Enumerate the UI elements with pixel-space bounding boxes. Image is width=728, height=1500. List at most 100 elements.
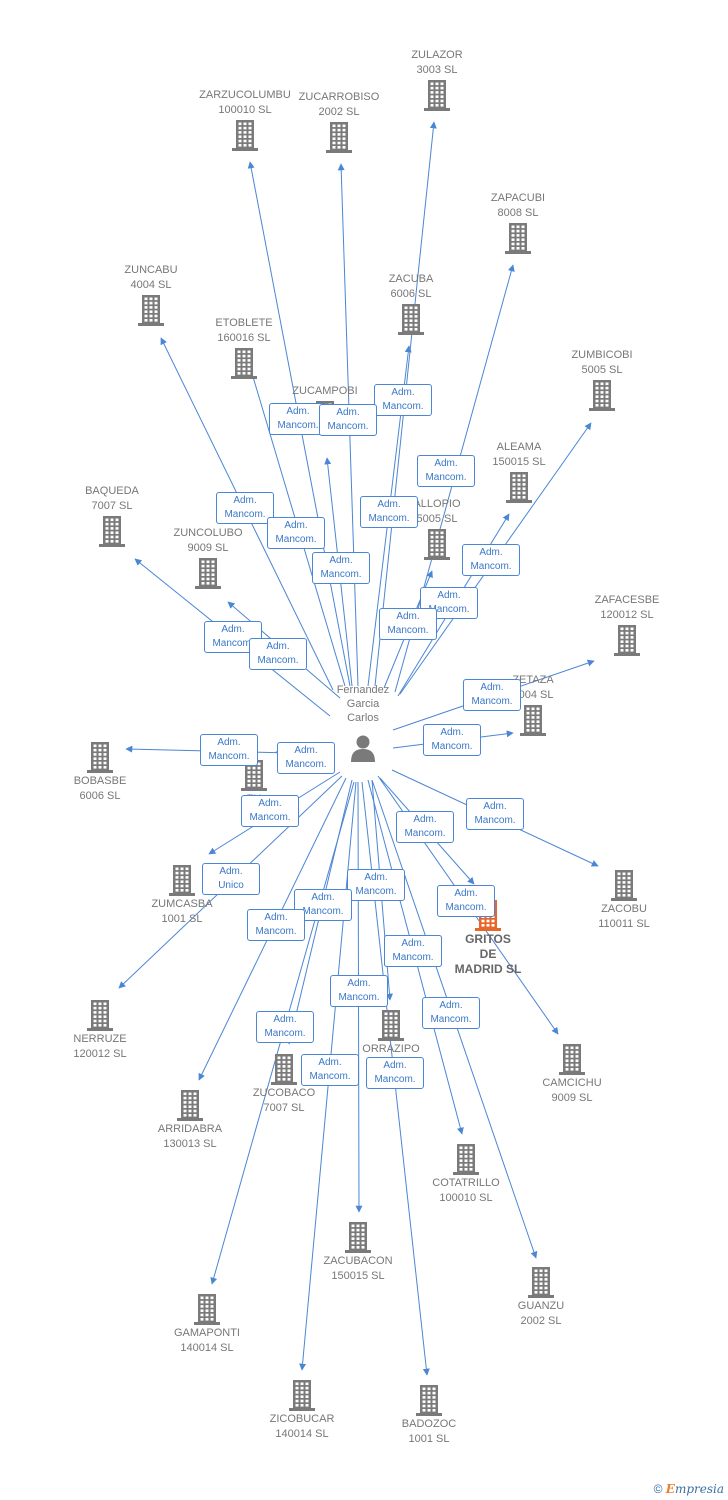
company-node-zacobu[interactable]: ZACOBU 110011 SL bbox=[559, 868, 689, 932]
company-node-zuncabu[interactable]: ZUNCABU 4004 SL bbox=[86, 263, 216, 327]
role-badge[interactable]: Adm. Mancom. bbox=[417, 455, 475, 487]
role-badge[interactable]: Adm. Mancom. bbox=[256, 1011, 314, 1043]
building-icon bbox=[520, 705, 546, 736]
company-node-orrazipo[interactable]: ORRAZIPO bbox=[326, 1008, 456, 1057]
company-node-cotatrillo[interactable]: COTATRILLO 100010 SL bbox=[401, 1142, 531, 1206]
building-icon bbox=[289, 1380, 315, 1411]
company-label: BOBASBE 6006 SL bbox=[73, 775, 127, 802]
building-icon bbox=[589, 380, 615, 411]
role-badge[interactable]: Adm. Mancom. bbox=[366, 1057, 424, 1089]
company-node-aleama[interactable]: ALEAMA 150015 SL bbox=[454, 440, 584, 504]
building-icon bbox=[611, 870, 637, 901]
role-badge[interactable]: Adm. Mancom. bbox=[319, 404, 377, 436]
role-badge[interactable]: Adm. Mancom. bbox=[267, 517, 325, 549]
role-badge[interactable]: Adm. Mancom. bbox=[249, 638, 307, 670]
company-label: ALLOPIO 5005 SL bbox=[413, 498, 461, 525]
role-badge[interactable]: Adm. Mancom. bbox=[374, 384, 432, 416]
company-label: GRITOS DE MADRID SL bbox=[454, 932, 522, 976]
company-node-allopio[interactable]: ALLOPIO 5005 SL bbox=[372, 497, 502, 561]
role-badge[interactable]: Adm. Mancom. bbox=[360, 496, 418, 528]
role-badge[interactable]: Adm. Mancom. bbox=[247, 909, 305, 941]
role-badge[interactable]: Adm. Mancom. bbox=[277, 742, 335, 774]
company-node-zacubacon[interactable]: ZACUBACON 150015 SL bbox=[293, 1220, 423, 1284]
company-node-zafacesbe[interactable]: ZAFACESBE 120012 SL bbox=[562, 593, 692, 657]
role-badge[interactable]: Adm. Mancom. bbox=[269, 403, 327, 435]
company-node-etoblete[interactable]: ETOBLETE 160016 SL bbox=[179, 316, 309, 380]
building-icon bbox=[177, 1090, 203, 1121]
building-icon bbox=[378, 1010, 404, 1041]
company-node-bobasbe[interactable]: BOBASBE 6006 SL bbox=[35, 740, 165, 804]
company-node-nerruze[interactable]: NERRUZE 120012 SL bbox=[35, 998, 165, 1062]
company-node-zapacubi[interactable]: ZAPACUBI 8008 SL bbox=[453, 191, 583, 255]
company-node-baqueda[interactable]: BAQUEDA 7007 SL bbox=[47, 484, 177, 548]
company-label: ZACUBACON 150015 SL bbox=[323, 1255, 393, 1282]
building-icon bbox=[453, 1144, 479, 1175]
building-icon bbox=[87, 1000, 113, 1031]
company-label: ARRIDABRA 130013 SL bbox=[157, 1123, 223, 1150]
brand-logo: © Empresia bbox=[653, 1482, 724, 1496]
role-badge[interactable]: Adm. Mancom. bbox=[396, 811, 454, 843]
building-icon bbox=[271, 1054, 297, 1085]
building-icon bbox=[506, 472, 532, 503]
company-label: BADOZOC 1001 SL bbox=[401, 1418, 457, 1445]
company-label: ZICOBUCAR 140014 SL bbox=[269, 1413, 335, 1440]
company-node-gamaponti[interactable]: GAMAPONTI 140014 SL bbox=[142, 1292, 272, 1356]
building-icon bbox=[138, 295, 164, 326]
building-icon bbox=[241, 760, 267, 791]
company-label: ZUNCABU 4004 SL bbox=[124, 264, 178, 291]
role-badge[interactable]: Adm. Mancom. bbox=[422, 997, 480, 1029]
company-label: COTATRILLO 100010 SL bbox=[432, 1177, 500, 1204]
company-label: ZUMBICOBI 5005 SL bbox=[571, 349, 633, 376]
company-label: GAMAPONTI 140014 SL bbox=[173, 1327, 240, 1354]
role-badge[interactable]: Adm. Mancom. bbox=[330, 975, 388, 1007]
company-label: ZAPACUBI 8008 SL bbox=[490, 192, 546, 219]
building-icon bbox=[195, 558, 221, 589]
company-label: ZAFACESBE 120012 SL bbox=[594, 594, 660, 621]
company-label: ZUCAMPOBI bbox=[292, 385, 358, 397]
company-node-zuncolubo[interactable]: ZUNCOLUBO 9009 SL bbox=[143, 526, 273, 590]
role-badge[interactable]: Adm. Mancom. bbox=[241, 795, 299, 827]
role-badge[interactable]: Adm. Mancom. bbox=[466, 798, 524, 830]
role-badge[interactable]: Adm. Mancom. bbox=[463, 679, 521, 711]
company-node-zicobucar[interactable]: ZICOBUCAR 140014 SL bbox=[237, 1378, 367, 1442]
role-badge[interactable]: Adm. Mancom. bbox=[312, 552, 370, 584]
building-icon bbox=[416, 1385, 442, 1416]
role-badge[interactable]: Adm. Mancom. bbox=[423, 724, 481, 756]
company-label: ORRAZIPO bbox=[362, 1043, 420, 1055]
role-badge[interactable]: Adm. Mancom. bbox=[200, 734, 258, 766]
company-label: ALEAMA 150015 SL bbox=[492, 441, 546, 468]
building-icon bbox=[528, 1267, 554, 1298]
company-label: ZACUBA 6006 SL bbox=[388, 273, 434, 300]
role-badge[interactable]: Adm. Mancom. bbox=[347, 869, 405, 901]
company-node-zulazor[interactable]: ZULAZOR 3003 SL bbox=[372, 48, 502, 112]
company-node-camcichu[interactable]: CAMCICHU 9009 SL bbox=[507, 1042, 637, 1106]
company-node-zarzucolumbu[interactable]: ZARZUCOLUMBU 100010 SL bbox=[180, 88, 310, 152]
company-label: GUANZU 2002 SL bbox=[517, 1300, 565, 1327]
role-badge[interactable]: Adm. Mancom. bbox=[216, 492, 274, 524]
company-label: NERRUZE 120012 SL bbox=[73, 1033, 127, 1060]
person-name: Fernandez Garcia Carlos bbox=[336, 684, 390, 724]
building-icon bbox=[345, 1222, 371, 1253]
role-badge[interactable]: Adm. Mancom. bbox=[462, 544, 520, 576]
company-node-zumcasba[interactable]: ZUMCASBA 1001 SL bbox=[117, 863, 247, 927]
role-badge[interactable]: Adm. Mancom. bbox=[384, 935, 442, 967]
company-node-zacuba[interactable]: ZACUBA 6006 SL bbox=[346, 272, 476, 336]
role-badge[interactable]: Adm. Mancom. bbox=[379, 608, 437, 640]
building-icon bbox=[424, 80, 450, 111]
company-label: CAMCICHU 9009 SL bbox=[542, 1077, 602, 1104]
company-label: ETOBLETE 160016 SL bbox=[215, 317, 273, 344]
company-node-badozoc[interactable]: BADOZOC 1001 SL bbox=[364, 1383, 494, 1447]
role-badge[interactable]: Adm. Unico bbox=[202, 863, 260, 895]
building-icon bbox=[194, 1294, 220, 1325]
company-node-zucarrobiso[interactable]: ZUCARROBISO 2002 SL bbox=[274, 90, 404, 154]
company-node-arridabra[interactable]: ARRIDABRA 130013 SL bbox=[125, 1088, 255, 1152]
company-node-zumbicobi[interactable]: ZUMBICOBI 5005 SL bbox=[537, 348, 667, 412]
building-icon bbox=[87, 742, 113, 773]
company-node-zucobaco[interactable]: ZUCOBACO 7007 SL bbox=[219, 1052, 349, 1116]
role-badge[interactable]: Adm. Mancom. bbox=[301, 1054, 359, 1086]
person-node[interactable]: Fernandez Garcia Carlos bbox=[318, 683, 408, 763]
company-node-guanzu[interactable]: GUANZU 2002 SL bbox=[476, 1265, 606, 1329]
building-icon bbox=[614, 625, 640, 656]
role-badge[interactable]: Adm. Mancom. bbox=[437, 885, 495, 917]
